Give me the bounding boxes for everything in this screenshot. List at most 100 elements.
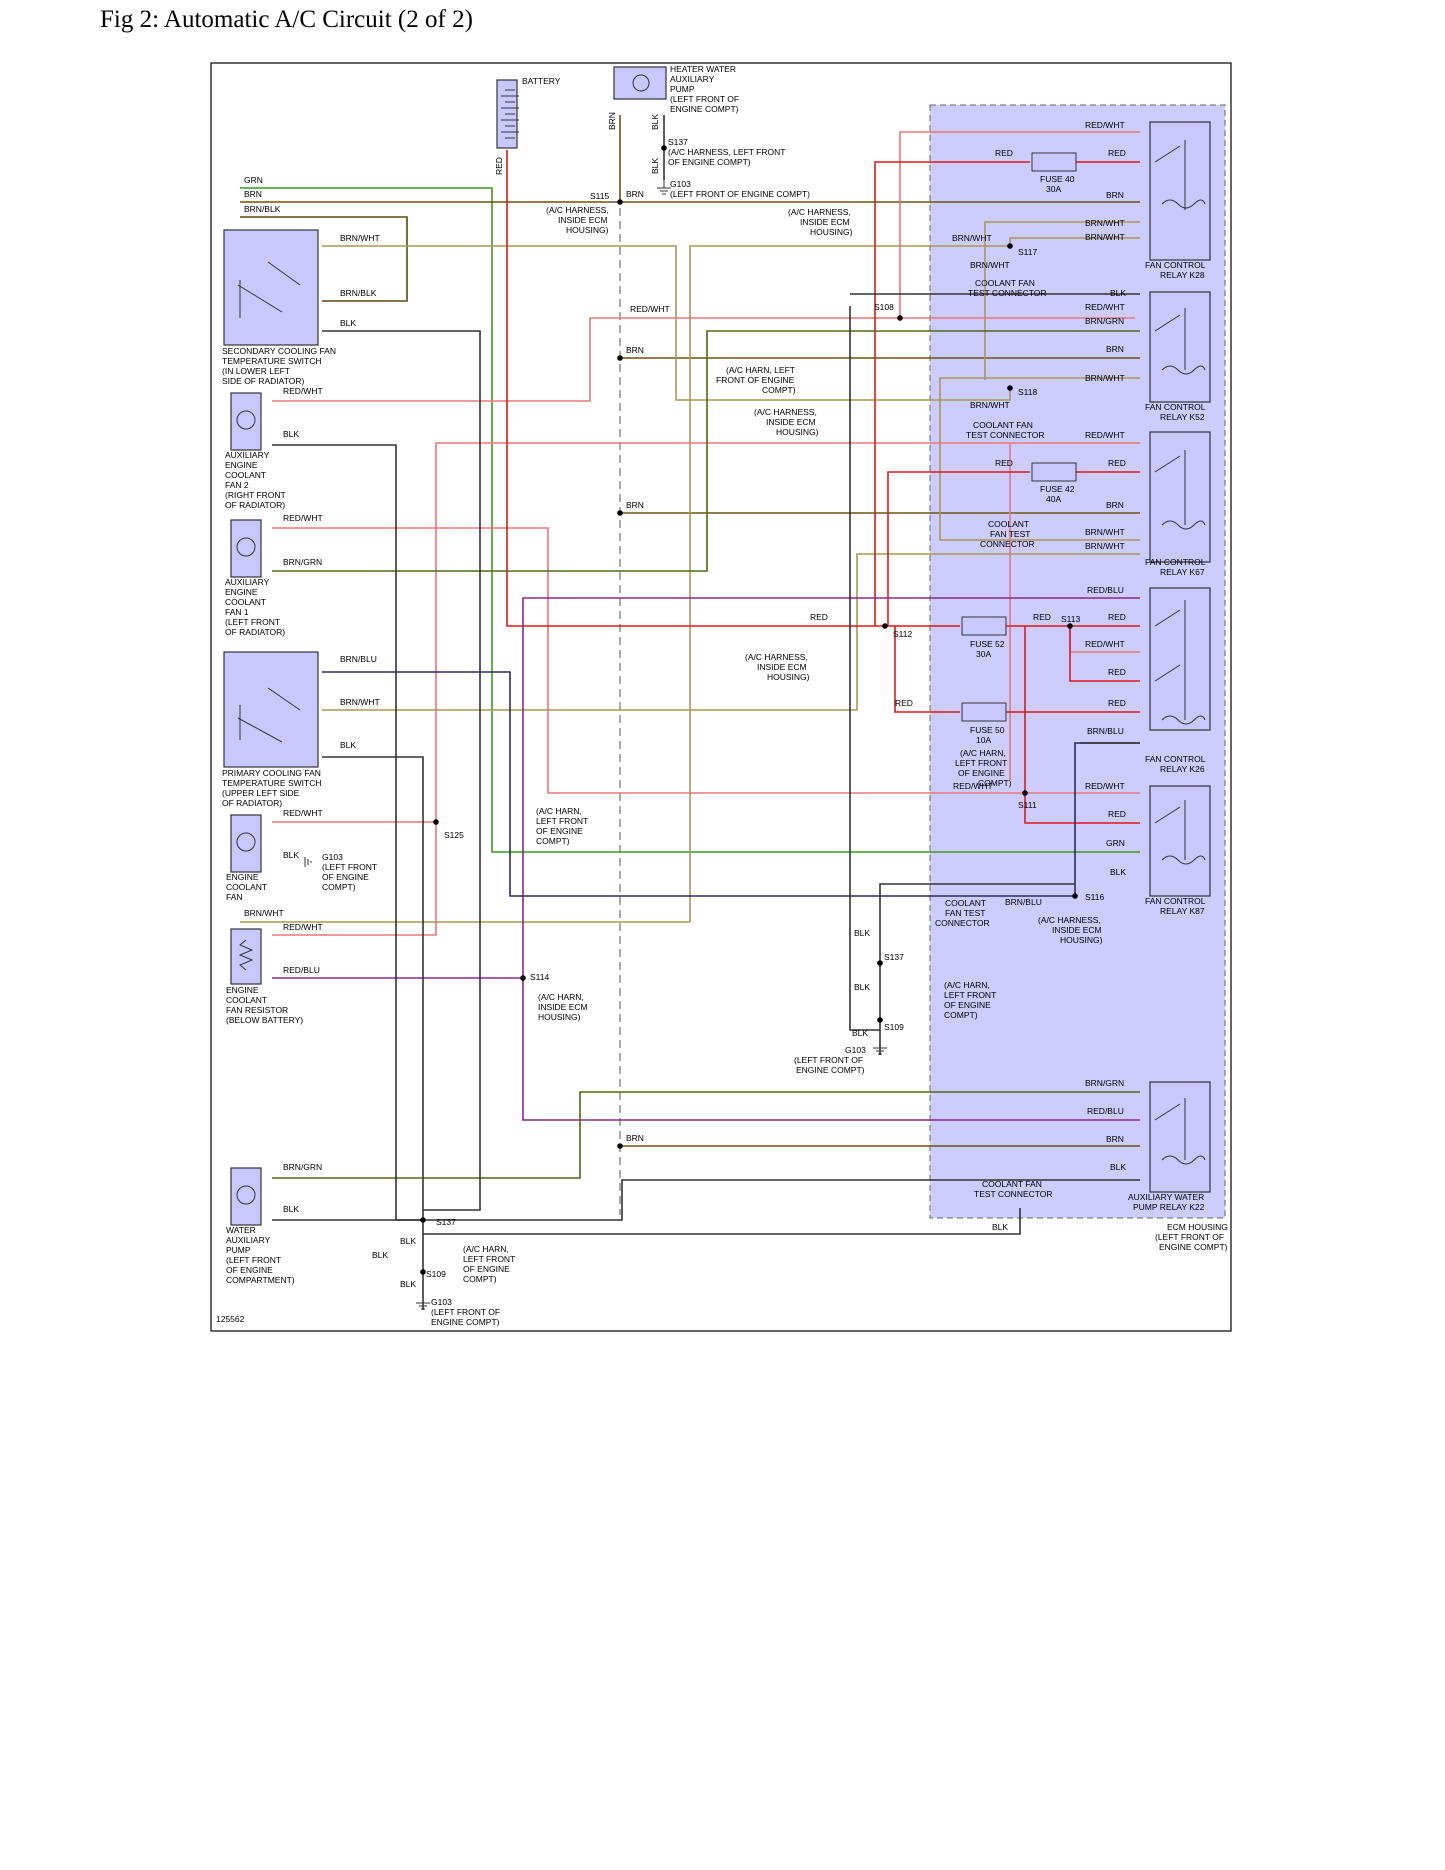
fuses: [961, 152, 1077, 722]
wire-label-brn-wht-k28b: BRN/WHT: [1085, 232, 1125, 242]
wire-blk-2: [272, 444, 1140, 1221]
s137-mid-note-3: OF ENGINE: [944, 1000, 991, 1010]
test-conn-1-l2: FAN TEST: [945, 908, 985, 918]
g103-bot-loc2: ENGINE COMPT): [431, 1317, 500, 1327]
relay-k52-l1: FAN CONTROL: [1145, 402, 1206, 412]
relay-internals: [1154, 140, 1206, 1165]
wire-label-blk-mid1: BLK: [854, 928, 870, 938]
g103-fan-loc1: (LEFT FRONT: [322, 862, 377, 872]
wire-red-blu-2: [522, 978, 1140, 1121]
fan-resistor-l3: FAN RESISTOR: [226, 1005, 288, 1015]
wire-red-f50: [894, 626, 960, 713]
aux-fan1-l1: AUXILIARY: [225, 577, 270, 587]
s112-note-2: INSIDE ECM: [757, 662, 807, 672]
diagram-frame: [210, 62, 1232, 1332]
s114-note-1: (A/C HARN,: [538, 992, 584, 1002]
fan-resistor-l4: (BELOW BATTERY): [226, 1015, 303, 1025]
test-conn-6-l1: COOLANT FAN: [982, 1179, 1042, 1189]
s137-note-1: (A/C HARNESS, LEFT FRONT: [668, 147, 785, 157]
water-pump-l5: OF ENGINE: [226, 1265, 273, 1275]
fuse52-box: [961, 616, 1007, 636]
wire-brn-blk: [240, 216, 408, 302]
wire-label-red-k26s: RED: [1033, 612, 1051, 622]
test-conn-4-l2: FAN TEST: [990, 529, 1030, 539]
splice-s117: S117: [1018, 247, 1037, 257]
wire-label-blk-efan: BLK: [283, 850, 299, 860]
wire-label-brn-4: BRN: [626, 1133, 644, 1143]
aux-fan1-l6: OF RADIATOR): [225, 627, 285, 637]
relay-k26-box: [1149, 587, 1211, 731]
page-title: Fig 2: Automatic A/C Circuit (2 of 2): [100, 6, 473, 33]
splice-s137-bot: S137: [436, 1217, 456, 1227]
wire-label-brn-wht-c: BRN/WHT: [244, 908, 284, 918]
splice-s111: S111: [1018, 800, 1037, 810]
relay-k22-l1: AUXILIARY WATER: [1128, 1192, 1204, 1202]
heater-pump-line3: PUMP: [670, 84, 695, 94]
wire-label-blk-b: BLK: [340, 740, 356, 750]
s125-note-4: COMPT): [536, 836, 570, 846]
wire-red-wht-3: [272, 527, 1140, 794]
s125-note-1: (A/C HARN,: [536, 806, 582, 816]
wire-red-k26: [1069, 626, 1140, 682]
fuse42-box: [1031, 462, 1077, 482]
wire-label-brn-grn-pump: BRN/GRN: [283, 1162, 322, 1172]
wire-label-brn-wht-k28a: BRN/WHT: [1085, 218, 1125, 228]
aux-fan1-box: [230, 519, 262, 578]
test-conn-5-l2: TEST CONNECTOR: [966, 430, 1045, 440]
fan-resistor-box: [230, 928, 262, 985]
g103-fan-label: G103: [322, 852, 343, 862]
primary-switch-box: [223, 651, 319, 768]
wire-label-brn-k52: BRN: [1106, 344, 1124, 354]
wire-label-blk-bot2: BLK: [400, 1236, 416, 1246]
wire-label-red-wht-k87: RED/WHT: [1085, 781, 1125, 791]
aux-fan2-l1: AUXILIARY: [225, 450, 270, 460]
wire-label-blk-pump-a: BLK: [650, 114, 660, 130]
wire-label-red-k28a: RED: [995, 148, 1013, 158]
secondary-switch-box: [223, 229, 319, 346]
g103-mid-loc2: ENGINE COMPT): [796, 1065, 865, 1075]
splice-s118: S118: [1018, 387, 1037, 397]
wire-label-red-wht-efan: RED/WHT: [283, 808, 323, 818]
wire-label-red-k67b: RED: [1108, 458, 1126, 468]
s111-note-3: OF ENGINE: [958, 768, 1005, 778]
s137-bot-note-1: (A/C HARN,: [463, 1244, 509, 1254]
wire-label-brn-k22: BRN: [1106, 1134, 1124, 1144]
s117-note-3: HOUSING): [810, 227, 853, 237]
water-pump-box: [230, 1167, 262, 1226]
s118-note-1: (A/C HARNESS,: [754, 407, 817, 417]
relay-k26-l2: RELAY K26: [1160, 764, 1205, 774]
s125-note-3: OF ENGINE: [536, 826, 583, 836]
fan-resistor-l1: ENGINE: [226, 985, 259, 995]
heater-pump-line2: AUXILIARY: [670, 74, 715, 84]
relay-k26-l1: FAN CONTROL: [1145, 754, 1206, 764]
left-components: [223, 66, 667, 1226]
aux-fan2-box: [230, 392, 262, 451]
wire-label-brn-grn-fan1: BRN/GRN: [283, 557, 322, 567]
fuse40-rating: 30A: [1046, 184, 1061, 194]
wire-label-brn-blu-k26: BRN/BLU: [1087, 726, 1124, 736]
motor-symbols: [236, 74, 650, 1205]
splice-dots: [420, 145, 1078, 1275]
wire-label-red-k67a: RED: [995, 458, 1013, 468]
s137-mid-note-2: LEFT FRONT: [944, 990, 996, 1000]
wire-label-red-mid: RED: [810, 612, 828, 622]
splice-s112: S112: [893, 629, 912, 639]
secondary-switch-l2: TEMPERATURE SWITCH: [222, 356, 321, 366]
wire-label-blk-pump: BLK: [283, 1204, 299, 1214]
engine-fan-box: [230, 814, 262, 873]
splice-s109-mid: S109: [884, 1022, 904, 1032]
g103-top-label: G103: [670, 179, 691, 189]
fuse52-rating: 30A: [976, 649, 991, 659]
relay-k28-l1: FAN CONTROL: [1145, 260, 1206, 270]
heater-pump-box: [613, 66, 667, 100]
splice-s137-top: S137: [668, 137, 688, 147]
secondary-switch-l1: SECONDARY COOLING FAN: [222, 346, 336, 356]
aux-fan2-l5: (RIGHT FRONT: [225, 490, 286, 500]
relay-k87-l2: RELAY K87: [1160, 906, 1205, 916]
relay-k28-box: [1149, 121, 1211, 261]
s116-note-3: HOUSING): [1060, 935, 1103, 945]
s111-note-2: LEFT FRONT: [955, 758, 1007, 768]
wire-label-brn-wht-tc5: BRN/WHT: [970, 400, 1010, 410]
fuse40-box: [1031, 152, 1077, 172]
